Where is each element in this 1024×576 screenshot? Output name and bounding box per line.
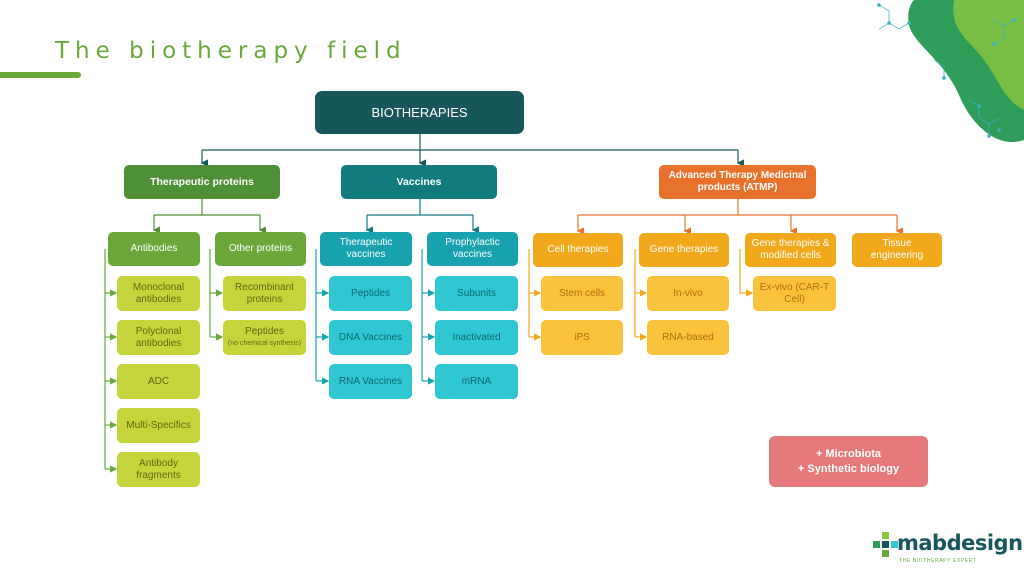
- leaf-ips: iPS: [541, 320, 623, 355]
- logo-name: mabdesign: [897, 531, 1023, 555]
- extra-synthetic-biology: + Synthetic biology: [797, 462, 900, 475]
- extra-microbiota: + Microbiota: [815, 447, 882, 460]
- leaf-peptides-note: (no chemical synthesis): [227, 339, 302, 347]
- node-gene-therapies: Gene therapies: [639, 233, 729, 267]
- extra-fields-box: + Microbiota + Synthetic biology: [769, 436, 928, 487]
- node-antibodies: Antibodies: [108, 232, 200, 266]
- leaf-multi-specifics: Multi-Specifics: [117, 408, 200, 443]
- node-other-proteins: Other proteins: [215, 232, 306, 266]
- leaf-rna-based: RNA-based: [647, 320, 729, 355]
- page-title: The biotherapy field: [55, 38, 407, 64]
- leaf-monoclonal: Monoclonal antibodies: [117, 276, 200, 311]
- node-prophylactic-vaccines: Prophylactic vaccines: [427, 232, 518, 266]
- leaf-peptides-vaccine: Peptides: [329, 276, 412, 311]
- logo-cross-icon: [873, 532, 898, 557]
- logo-tagline: THE BIOTHERAPY EXPERT: [899, 558, 977, 564]
- leaf-inactivated: Inactivated: [435, 320, 518, 355]
- leaf-in-vivo: In-vivo: [647, 276, 729, 311]
- node-gene-modified-cells: Gene therapies & modified cells: [745, 233, 836, 267]
- leaf-adc: ADC: [117, 364, 200, 399]
- leaf-peptides-proteins: Peptides (no chemical synthesis): [223, 320, 306, 355]
- title-underline: [0, 72, 81, 78]
- root-node: BIOTHERAPIES: [315, 91, 524, 134]
- leaf-peptides-label: Peptides: [245, 325, 284, 337]
- leaf-dna-vaccines: DNA Vaccines: [329, 320, 412, 355]
- company-logo: mabdesign THE BIOTHERAPY EXPERT: [873, 528, 1023, 568]
- leaf-mrna: mRNA: [435, 364, 518, 399]
- node-therapeutic-vaccines: Therapeutic vaccines: [320, 232, 412, 266]
- category-therapeutic-proteins: Therapeutic proteins: [124, 165, 280, 199]
- category-atmp: Advanced Therapy Medicinal products (ATM…: [659, 165, 816, 199]
- corner-decoration: [877, 0, 1024, 142]
- leaf-antibody-fragments: Antibody fragments: [117, 452, 200, 487]
- leaf-rna-vaccines: RNA Vaccines: [329, 364, 412, 399]
- leaf-stem-cells: Stem cells: [541, 276, 623, 311]
- node-cell-therapies: Cell therapies: [533, 233, 623, 267]
- node-tissue-engineering: Tissue engineering: [852, 233, 942, 267]
- leaf-recombinant-proteins: Recombinant proteins: [223, 276, 306, 311]
- leaf-polyclonal: Polyclonal antibodies: [117, 320, 200, 355]
- leaf-ex-vivo: Ex-vivo (CAR-T Cell): [753, 276, 836, 311]
- leaf-subunits: Subunits: [435, 276, 518, 311]
- category-vaccines: Vaccines: [341, 165, 497, 199]
